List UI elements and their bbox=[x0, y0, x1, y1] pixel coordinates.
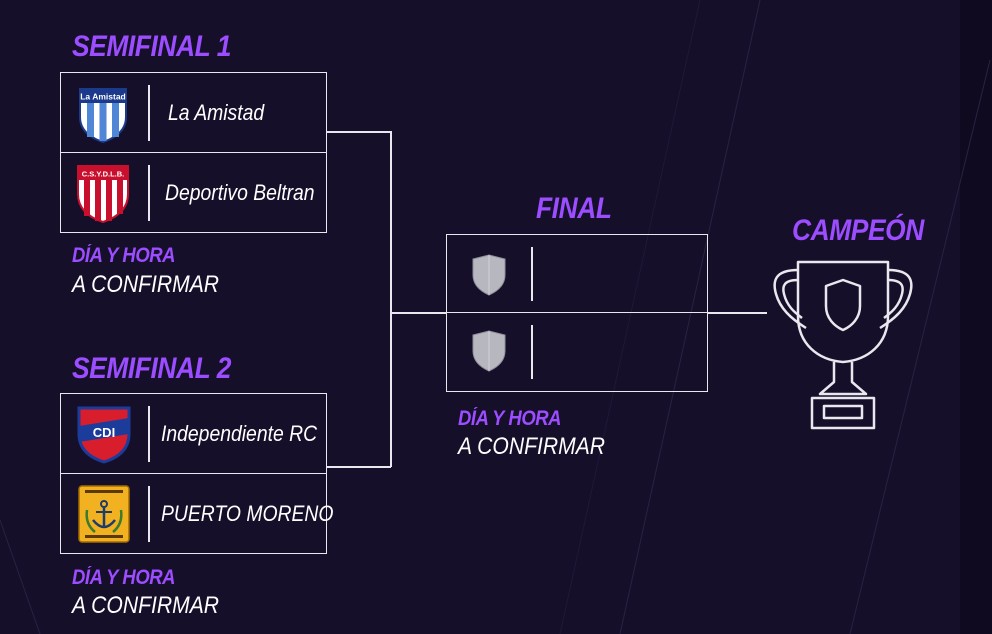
team-deportivo-beltran: Deportivo Beltran bbox=[165, 180, 315, 205]
semifinal-2-date-label: DÍA Y HORA bbox=[72, 566, 176, 589]
final-box bbox=[446, 234, 708, 392]
semifinal-2-title: SEMIFINAL 2 bbox=[72, 352, 231, 385]
semifinal-1-date-value: A CONFIRMAR bbox=[72, 271, 220, 298]
final-date-value: A CONFIRMAR bbox=[458, 433, 606, 460]
divider bbox=[531, 325, 533, 379]
placeholder-shield-icon bbox=[472, 330, 506, 372]
independiente-rc-crest-icon: CDI bbox=[77, 406, 131, 464]
semifinal-1-title: SEMIFINAL 1 bbox=[72, 30, 231, 63]
semifinal-2-box: CDI Independiente RC PUERTO MORENO bbox=[60, 393, 333, 554]
deportivo-beltran-crest-text: C.S.Y.D.L.B. bbox=[82, 170, 125, 179]
team-la-amistad: La Amistad bbox=[168, 100, 265, 125]
divider bbox=[148, 85, 150, 141]
la-amistad-crest-icon: La Amistad bbox=[79, 88, 127, 143]
divider bbox=[531, 247, 533, 301]
trophy-icon bbox=[773, 260, 913, 430]
puerto-moreno-crest-icon bbox=[78, 485, 130, 543]
semifinal-2-row-2: PUERTO MORENO bbox=[61, 474, 333, 553]
semifinal-2-row-1: CDI Independiente RC bbox=[61, 394, 326, 474]
bracket-line-to-final bbox=[390, 312, 446, 314]
bracket-line-sf2-out bbox=[327, 466, 391, 468]
final-date-label: DÍA Y HORA bbox=[458, 407, 562, 430]
divider bbox=[148, 486, 150, 542]
semifinal-1-date-label: DÍA Y HORA bbox=[72, 244, 176, 267]
semifinal-2-date-value: A CONFIRMAR bbox=[72, 592, 220, 619]
deportivo-beltran-crest-icon: C.S.Y.D.L.B. bbox=[77, 165, 129, 224]
divider bbox=[148, 165, 150, 221]
la-amistad-crest-text: La Amistad bbox=[80, 92, 126, 102]
bracket-line-to-champion bbox=[707, 312, 767, 314]
independiente-rc-crest-text: CDI bbox=[93, 425, 115, 440]
divider bbox=[148, 406, 150, 462]
placeholder-shield-icon bbox=[472, 254, 506, 296]
semifinal-1-box: La Amistad La Amistad C.S.Y.D.L.B. Depor… bbox=[60, 72, 327, 233]
final-row-2 bbox=[447, 313, 707, 391]
champion-title: CAMPEÓN bbox=[792, 214, 924, 247]
semifinal-1-row-2: C.S.Y.D.L.B. Deportivo Beltran bbox=[61, 153, 326, 232]
semifinal-1-row-1: La Amistad La Amistad bbox=[61, 73, 326, 153]
team-puerto-moreno: PUERTO MORENO bbox=[161, 501, 334, 526]
final-row-1 bbox=[447, 235, 707, 313]
bracket-line-vertical bbox=[390, 131, 392, 467]
final-title: FINAL bbox=[536, 192, 612, 225]
bracket-line-sf1-out bbox=[327, 131, 391, 133]
team-independiente-rc: Independiente RC bbox=[161, 421, 318, 446]
